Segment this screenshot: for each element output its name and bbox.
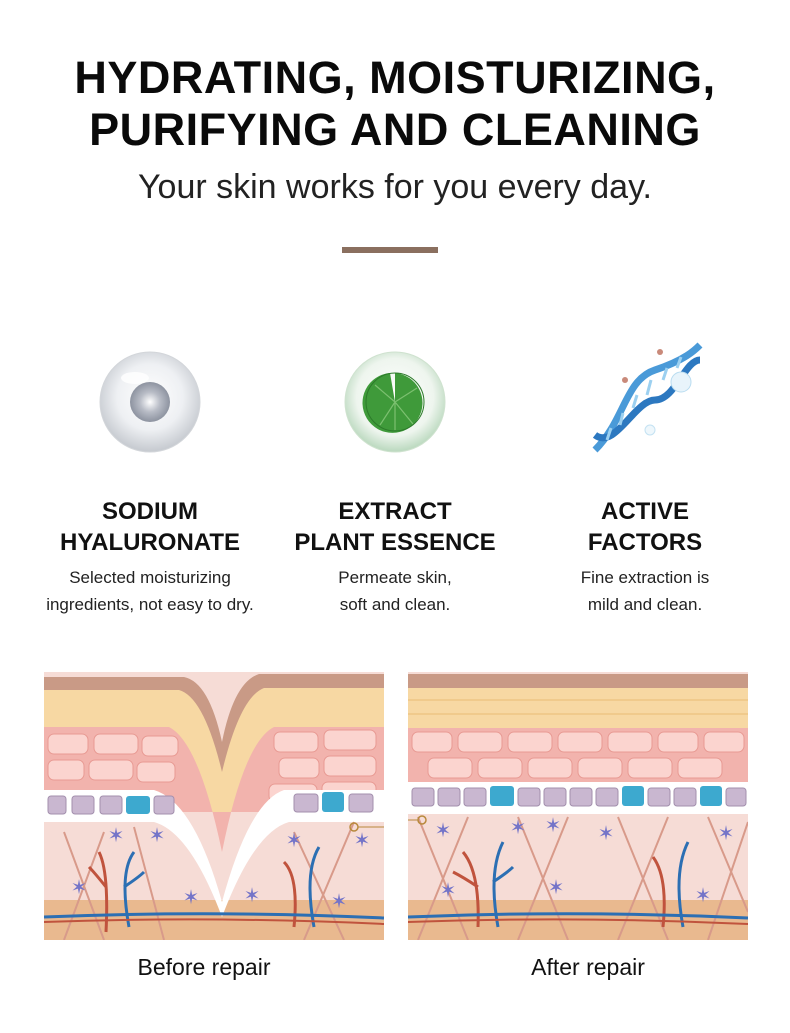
feature-description: Selected moisturizing [69, 568, 231, 587]
after-repair-caption: After repair [531, 954, 645, 980]
feature-plant-essence: EXTRACT PLANT ESSENCE Permeate skin, soft … [270, 340, 520, 618]
plant-leaf-icon [344, 351, 446, 453]
hyaluronate-drop-icon [99, 351, 201, 453]
feature-description: Fine extraction is [580, 568, 710, 587]
svg-text:✶: ✶ [108, 825, 125, 847]
svg-text:✶: ✶ [149, 825, 166, 847]
headline-line-1: HYDRATING, MOISTURIZING, [74, 52, 716, 103]
divider [342, 247, 438, 253]
feature-sodium-hyaluronate: SODIUM HYALURONATE Selected moisturizing i… [25, 340, 275, 618]
feature-description: soft and clean. [339, 595, 451, 614]
feature-heading: SODIUM [102, 498, 198, 525]
feature-description: Permeate skin, [338, 568, 452, 587]
feature-heading: FACTORS [587, 529, 703, 556]
svg-text:✶: ✶ [435, 820, 452, 842]
svg-text:✶: ✶ [510, 817, 527, 839]
svg-text:✶: ✶ [244, 885, 261, 907]
svg-text:✶: ✶ [440, 880, 457, 902]
feature-description: mild and clean. [587, 595, 703, 614]
feature-heading: EXTRACT [338, 498, 452, 525]
svg-text:✶: ✶ [354, 830, 371, 852]
svg-text:✶: ✶ [71, 877, 88, 899]
headline-line-2: PURIFYING AND CLEANING [89, 104, 701, 155]
svg-text:✶: ✶ [286, 830, 303, 852]
svg-text:✶: ✶ [695, 885, 712, 907]
svg-text:✶: ✶ [545, 815, 562, 837]
feature-heading: HYALURONATE [59, 529, 240, 556]
feature-heading: PLANT ESSENCE [294, 529, 496, 556]
feature-description: ingredients, not easy to dry. [46, 595, 254, 614]
subtitle: Your skin works for you every day. [137, 168, 652, 206]
feature-active-factors: ACTIVE FACTORS Fine extraction is mild and… [520, 340, 770, 618]
svg-text:✶: ✶ [598, 823, 615, 845]
skin-after-repair-illustration: ✶ ✶ ✶ ✶ ✶ ✶ ✶ ✶ [408, 672, 748, 940]
feature-heading: ACTIVE [600, 498, 689, 525]
svg-text:✶: ✶ [718, 823, 735, 845]
dna-helix-icon [592, 342, 703, 453]
skin-before-repair-illustration: ✶ ✶ ✶ ✶ ✶ ✶ ✶ ✶ [44, 672, 384, 940]
svg-text:✶: ✶ [548, 877, 565, 899]
svg-text:✶: ✶ [183, 887, 200, 909]
svg-text:✶: ✶ [331, 891, 348, 913]
before-repair-caption: Before repair [137, 954, 271, 980]
